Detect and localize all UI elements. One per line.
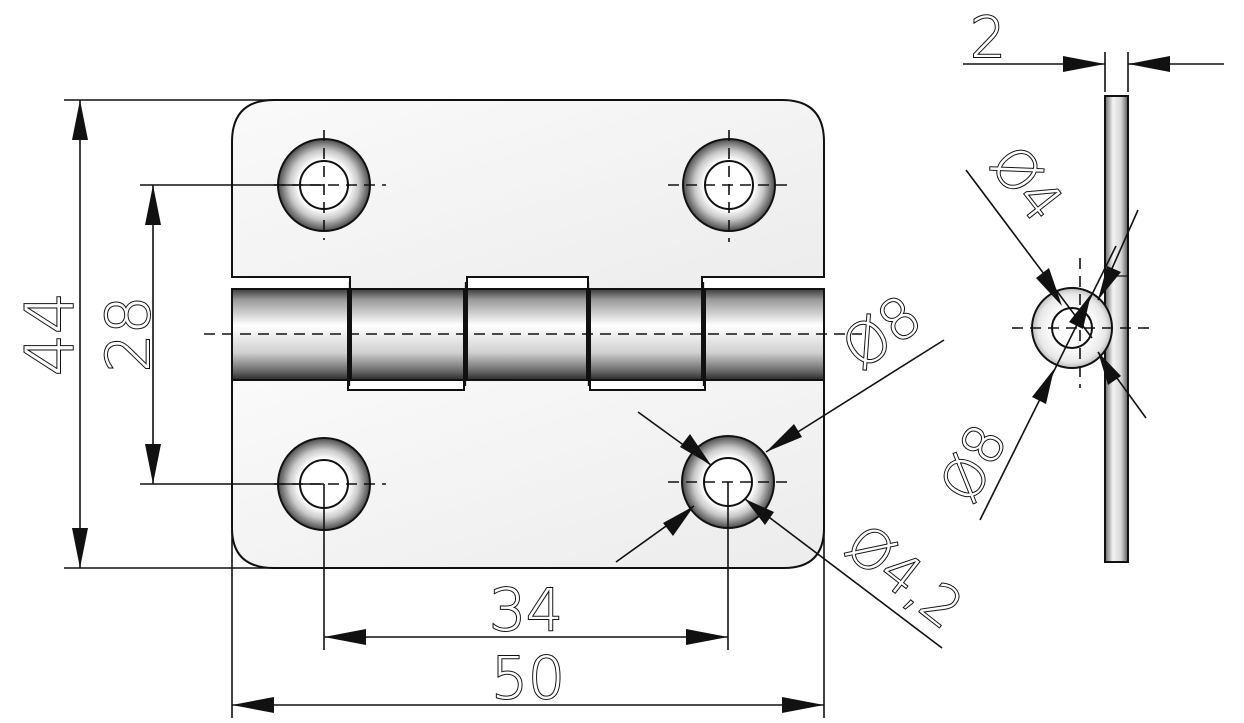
dimension-hole-spacing-vertical-label: 28 [94, 296, 164, 372]
knuckle-1 [231, 288, 349, 381]
dimension-width: 50 [231, 528, 825, 718]
dimension-height: 44 [11, 99, 276, 569]
dimension-pin-diameter-label: Ø4 [978, 134, 1075, 233]
front-view [204, 99, 862, 569]
dimension-thickness-label: 2 [970, 6, 1006, 71]
dimension-hole-diameter-label: Ø4,2 [834, 512, 974, 641]
dimension-knuckle-front-label: Ø8 [831, 283, 934, 382]
dimension-thickness: 2 [963, 5, 1224, 92]
dimension-hole-spacing-horizontal-label: 34 [489, 576, 563, 644]
dimension-hole-spacing-horizontal: 34 [323, 482, 729, 650]
dimension-width-label: 50 [491, 644, 565, 712]
dimension-knuckle-side-label: Ø8 [928, 415, 1020, 512]
dimension-hole-spacing-vertical: 28 [93, 184, 324, 485]
hole-top-right [668, 130, 790, 242]
dimension-knuckle-side: Ø8 [927, 245, 1117, 521]
side-view [1012, 95, 1152, 563]
dimension-height-label: 44 [12, 292, 89, 376]
